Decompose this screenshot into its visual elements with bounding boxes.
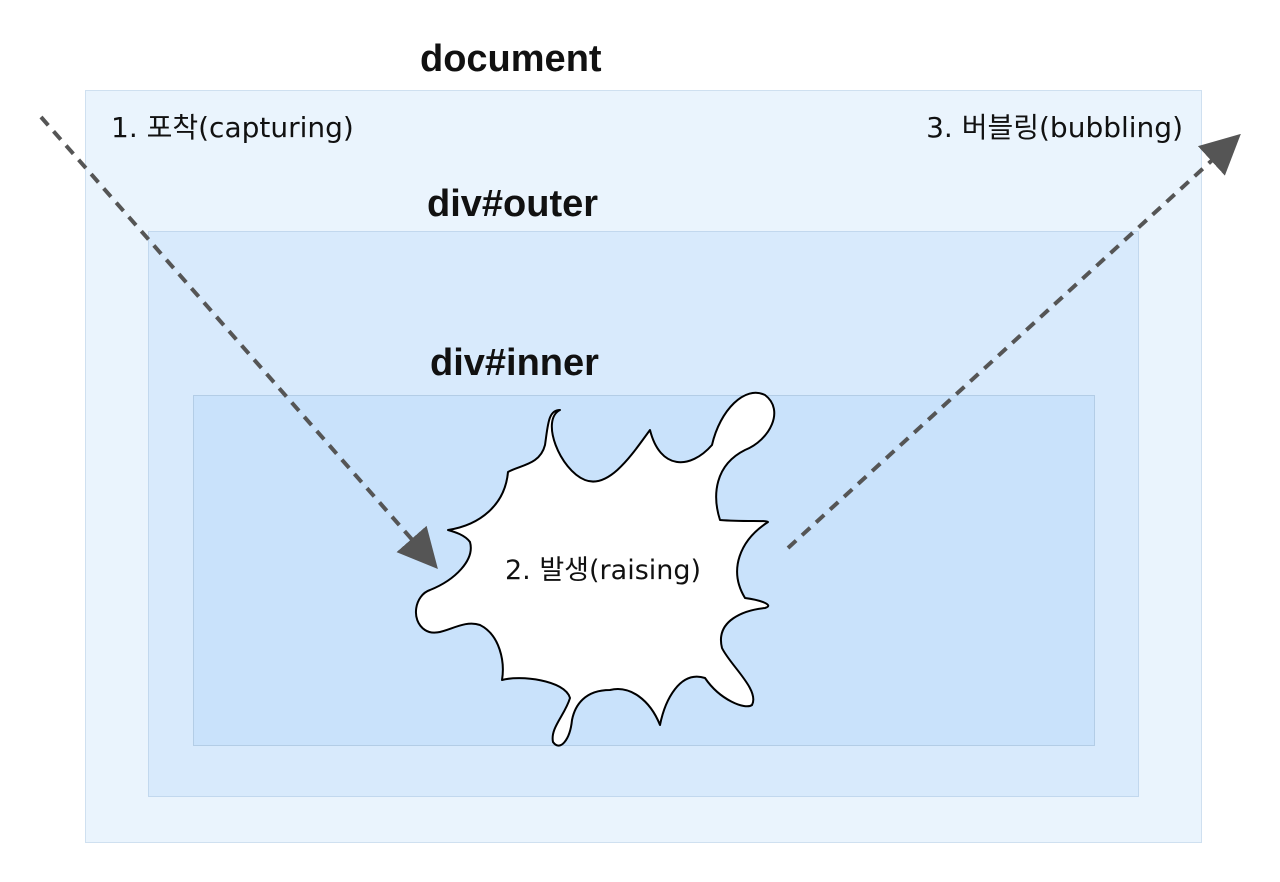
splash-shape (415, 392, 776, 747)
bubbling-step-label: 3. 버블링(bubbling) (926, 111, 1183, 144)
capturing-arrow (39, 115, 438, 570)
document-label: document (420, 38, 602, 80)
inner-div-label: div#inner (430, 342, 599, 384)
bubbling-arrow (786, 133, 1241, 550)
capturing-step-label: 1. 포착(capturing) (111, 111, 354, 144)
outer-div-label: div#outer (427, 183, 599, 225)
raising-step-label: 2. 발생(raising) (505, 555, 702, 586)
